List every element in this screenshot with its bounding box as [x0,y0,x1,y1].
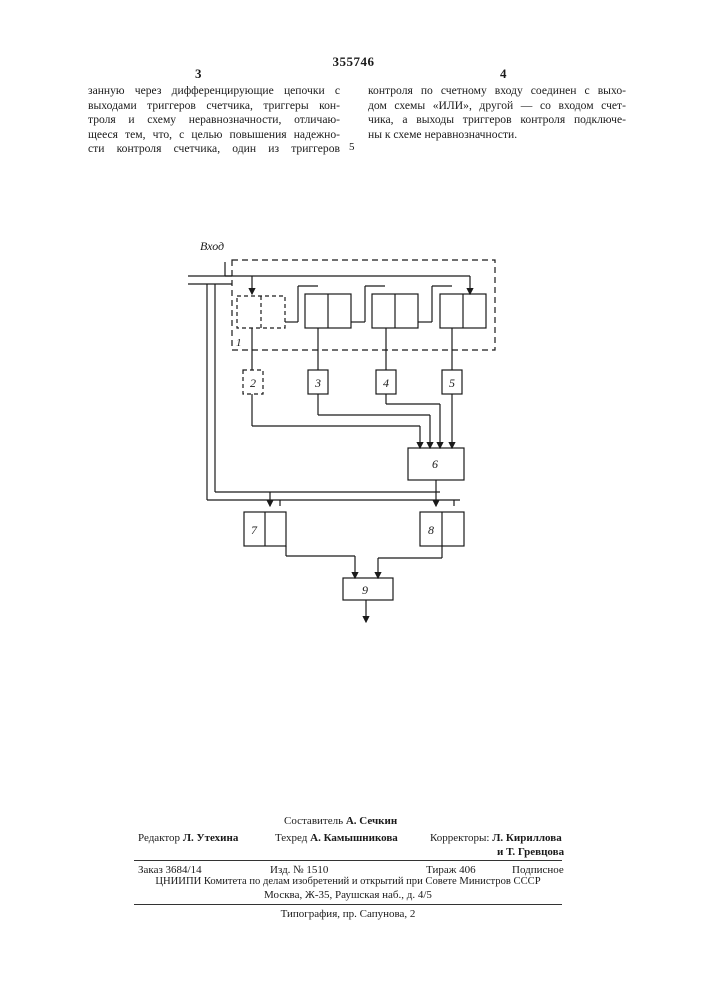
input-label: Вход [200,239,224,253]
block-7-label: 7 [251,523,258,537]
block-3-label: 3 [314,376,321,390]
editor-name: Л. Утехина [183,832,239,844]
block-6-label: 6 [432,457,438,471]
institute-line-2: Москва, Ж-35, Раушская наб., д. 4/5 [134,889,562,901]
compiler-label: Составитель [284,815,343,827]
corrector-2-line: и Т. Гревцова [497,846,564,858]
correctors-label: Корректоры: [430,832,489,844]
compiler-line: Составитель А. Сечкин [284,815,397,827]
editor-label: Редактор [138,832,180,844]
circulation: Тираж 406 [426,864,476,876]
block-4-label: 4 [383,376,389,390]
techred-name: А. Камышникова [310,832,398,844]
edition-number: Изд. № 1510 [270,864,328,876]
counter-label: 1 [236,337,242,349]
block-5-label: 5 [449,376,455,390]
block-2-label: 2 [250,376,256,390]
techred-line: Техред А. Камышникова [275,832,398,844]
correctors-line: Корректоры: Л. Кириллова [430,832,562,844]
footer-divider [134,860,562,861]
institute-line-1: ЦНИИПИ Комитета по делам изобретений и о… [134,876,562,887]
editor-line: Редактор Л. Утехина [138,832,238,844]
block-9-label: 9 [362,583,368,597]
subscription: Подписное [512,864,564,876]
footer-divider-2 [134,904,562,905]
corrector-1: Л. Кириллова [492,832,561,844]
corrector-2: и Т. Гревцова [497,846,564,858]
printer-line: Типография, пр. Сапунова, 2 [134,908,562,920]
block-8-label: 8 [428,523,434,537]
techred-label: Техред [275,832,307,844]
order-number: Заказ 3684/14 [138,864,202,876]
compiler-name: А. Сечкин [346,815,397,827]
